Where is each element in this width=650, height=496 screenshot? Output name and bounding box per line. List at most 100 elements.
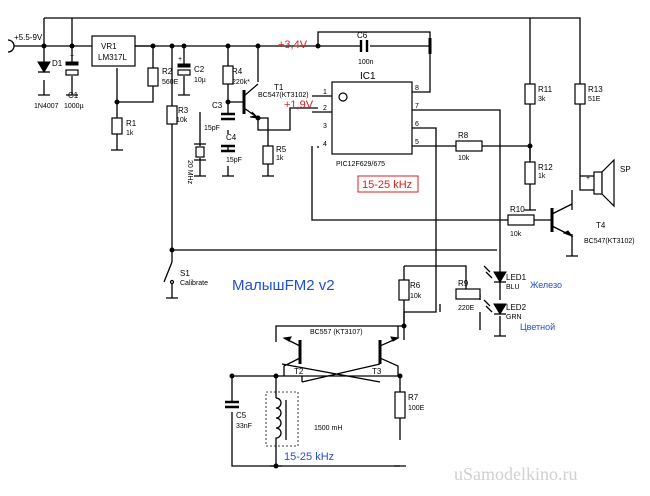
resistor-r7: R7 100E — [394, 391, 425, 419]
svg-text:C6: C6 — [357, 31, 368, 40]
resistor-r2: R2 560E — [147, 67, 179, 87]
svg-text:BC547(KT3102): BC547(KT3102) — [258, 92, 309, 99]
svg-text:5: 5 — [415, 139, 419, 146]
resistor-r6: R6 10k — [398, 279, 422, 301]
transistor-t1: T1 BC547(KT3102) — [242, 83, 309, 119]
transistor-t3: T3 BC557 (KT3107) — [310, 326, 400, 376]
svg-text:3k: 3k — [538, 96, 546, 103]
transistor-t2: T2 — [282, 336, 304, 376]
svg-text:BLU: BLU — [506, 284, 520, 291]
svg-text:+: + — [586, 175, 590, 182]
capacitor-c6: C6 100n — [357, 31, 374, 66]
watermark: uSamodelkino.ru — [454, 464, 578, 484]
rail-voltage-label: +3,4V — [278, 39, 308, 51]
svg-text:R4: R4 — [232, 67, 243, 76]
svg-text:C4: C4 — [226, 133, 237, 142]
svg-text:C2: C2 — [194, 65, 205, 74]
svg-text:4: 4 — [323, 141, 327, 148]
svg-text:2: 2 — [323, 105, 327, 112]
diagram-title: МалышFM2 v2 — [232, 277, 335, 294]
svg-text:R6: R6 — [410, 281, 421, 290]
resistor-r11: R11 3k — [524, 83, 553, 105]
ic1-pic12f629: IC1 PIC12F629/675 1 2 3 4 5 6 7 8 — [323, 71, 419, 168]
supply-voltage-label: +5.5-9V — [14, 33, 43, 42]
svg-text:1N4007: 1N4007 — [34, 103, 59, 110]
led2-green: LED2 GRN — [483, 299, 527, 321]
svg-text:T1: T1 — [274, 83, 284, 92]
led1-blue: LED1 BLU — [483, 265, 527, 291]
resistor-r10: R10 10k — [507, 205, 535, 238]
svg-text:PIC12F629/675: PIC12F629/675 — [336, 161, 385, 168]
svg-text:R3: R3 — [178, 106, 189, 115]
switch-s1-calibrate: S1 Calibrate — [163, 261, 208, 287]
svg-text:+: + — [178, 56, 182, 63]
resistor-r9: R9 220E — [455, 279, 481, 312]
resistor-r3: R3 10k — [166, 105, 189, 125]
svg-text:10k: 10k — [458, 155, 470, 162]
inductor-l1: 1500 mH — [265, 391, 342, 447]
junctions — [41, 43, 533, 469]
svg-text:6: 6 — [415, 121, 419, 128]
legend-green-label: Цветной — [520, 322, 555, 332]
svg-text:8: 8 — [415, 85, 419, 92]
lc-frequency-label: 15-25 kHz — [284, 451, 334, 463]
svg-text:1500 mH: 1500 mH — [314, 425, 342, 432]
svg-text:T3: T3 — [372, 367, 382, 376]
capacitor-c3: C3 15pF — [204, 101, 235, 132]
resistor-r13: R13 51E — [574, 83, 603, 105]
svg-text:20 MHz: 20 MHz — [186, 160, 193, 185]
capacitor-c1: + C1 1000µ — [64, 53, 84, 110]
svg-text:560E: 560E — [162, 79, 179, 86]
frequency-box: 15-25 kHz — [357, 175, 419, 193]
transistor-t4: T4 BC547(KT3102) — [550, 203, 635, 245]
svg-text:220E: 220E — [458, 305, 475, 312]
speaker-sp: SP + — [586, 158, 631, 208]
svg-text:1: 1 — [323, 89, 327, 96]
svg-text:51E: 51E — [588, 96, 601, 103]
svg-text:100E: 100E — [408, 405, 425, 412]
power-input-connector: +5.5-9V — [7, 33, 43, 53]
svg-text:220k*: 220k* — [232, 79, 250, 86]
svg-text:C1: C1 — [68, 91, 79, 100]
svg-text:T2: T2 — [294, 367, 304, 376]
svg-text:3: 3 — [323, 123, 327, 130]
svg-text:LM317L: LM317L — [98, 53, 127, 62]
legend-blue-label: Железо — [530, 280, 562, 290]
svg-text:D1: D1 — [52, 59, 63, 68]
svg-text:R13: R13 — [588, 85, 603, 94]
svg-text:C3: C3 — [212, 101, 223, 110]
svg-text:VR1: VR1 — [101, 42, 117, 51]
wires — [14, 17, 594, 467]
svg-text:R2: R2 — [162, 67, 173, 76]
resistor-r1: R1 1k — [111, 117, 137, 137]
svg-text:R7: R7 — [408, 393, 419, 402]
svg-text:SP: SP — [620, 165, 631, 174]
svg-text:BC547(KT3102): BC547(KT3102) — [584, 238, 635, 245]
svg-text:15pF: 15pF — [226, 157, 242, 164]
capacitor-c2: + C2 10µ — [177, 56, 206, 84]
svg-text:BC557 (KT3107): BC557 (KT3107) — [310, 329, 363, 336]
resistor-r8: R8 10k — [455, 131, 483, 162]
regulator-vr1: VR1 LM317L — [91, 35, 136, 67]
svg-text:R10: R10 — [510, 205, 525, 214]
svg-text:R9: R9 — [458, 279, 469, 288]
resistor-r4: R4 220k* — [222, 65, 250, 86]
svg-text:C5: C5 — [236, 411, 247, 420]
svg-text:15pF: 15pF — [204, 125, 220, 132]
svg-text:LED2: LED2 — [506, 303, 527, 312]
svg-text:R8: R8 — [458, 131, 469, 140]
svg-text:1k: 1k — [538, 173, 546, 180]
svg-text:1000µ: 1000µ — [64, 103, 84, 110]
svg-text:IC1: IC1 — [360, 71, 376, 82]
svg-text:1k: 1k — [276, 155, 284, 162]
svg-text:10µ: 10µ — [194, 77, 206, 84]
svg-text:S1: S1 — [180, 269, 190, 278]
mid-voltage-label: +1,9V — [284, 99, 314, 111]
capacitor-c5: C5 33nF — [225, 400, 252, 430]
crystal-20mhz: 20 MHz — [186, 143, 206, 185]
svg-text:100n: 100n — [358, 59, 374, 66]
diode-d1: D1 1N4007 — [34, 59, 63, 110]
svg-text:R12: R12 — [538, 163, 553, 172]
resistor-r12: R12 1k — [524, 161, 553, 185]
